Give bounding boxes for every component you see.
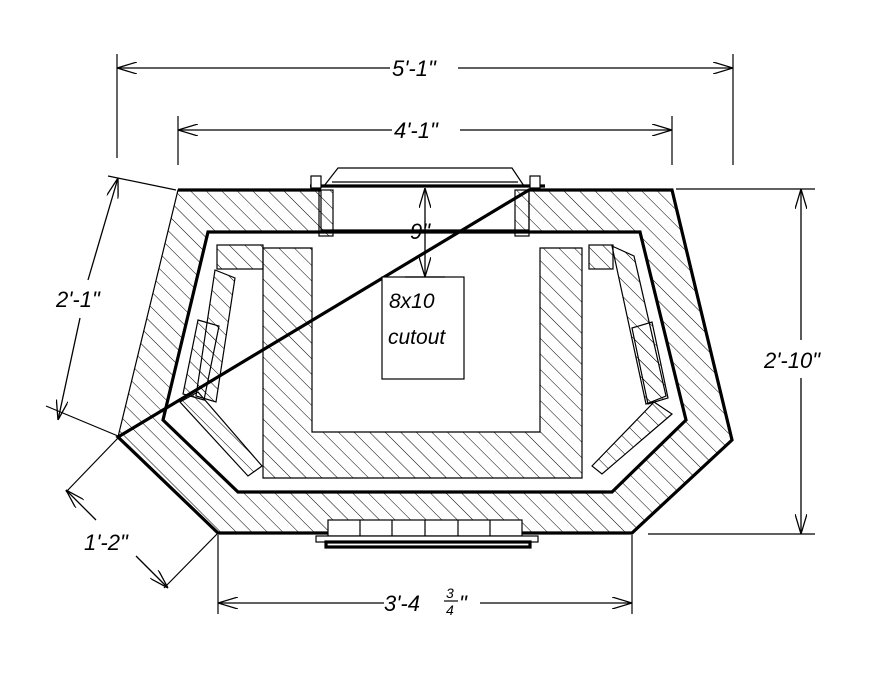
dim-bottom-frac-den: 4 [446, 602, 454, 618]
dim-9in-text: 9" [410, 219, 431, 244]
dim-corner-line-bottom [135, 555, 168, 588]
dim-bottom-frac-close: " [459, 591, 468, 616]
dim-overall-text: 5'-1" [392, 56, 437, 81]
flue-bolt-left [310, 175, 322, 189]
flue-post-right [514, 189, 530, 237]
front-door-sill [324, 540, 532, 549]
dim-bottom-text: 3'-4 [384, 591, 420, 616]
dim-side-line-top [87, 178, 118, 281]
outer-wall-outline [115, 188, 734, 535]
dim-side-ext-bottom [45, 405, 119, 437]
flue-bolt-right [529, 175, 541, 189]
dim-side-text: 2'-1" [55, 287, 101, 312]
dim-corner-line-top [66, 490, 97, 521]
left-top-brick [216, 244, 264, 270]
right-mid-panel [631, 321, 669, 405]
cutout-box [381, 276, 465, 380]
right-top-brick [588, 244, 614, 270]
dim-side-ext-top [107, 175, 177, 191]
cutout-label-line1: 8x10 [389, 290, 435, 313]
dim-depth-text: 2'-10" [763, 348, 821, 373]
dim-bottom-frac-num: 3 [446, 585, 454, 601]
dim-side-line-bottom [58, 317, 81, 420]
u-insert [262, 247, 583, 479]
flue-post-left [318, 189, 334, 237]
inner-wall-outline [161, 230, 688, 494]
dim-inner-text: 4'-1" [394, 118, 439, 143]
dim-corner-ext-bottom [163, 532, 219, 589]
front-grate-bars [359, 520, 491, 536]
right-corner-panel [591, 401, 673, 475]
dim-corner-ext-top [65, 437, 119, 493]
dim-corner-text: 1'-2" [84, 530, 129, 555]
flue-cap [323, 167, 525, 187]
cutout-label-line2: cutout [388, 326, 446, 349]
left-corner-panel [179, 391, 263, 477]
